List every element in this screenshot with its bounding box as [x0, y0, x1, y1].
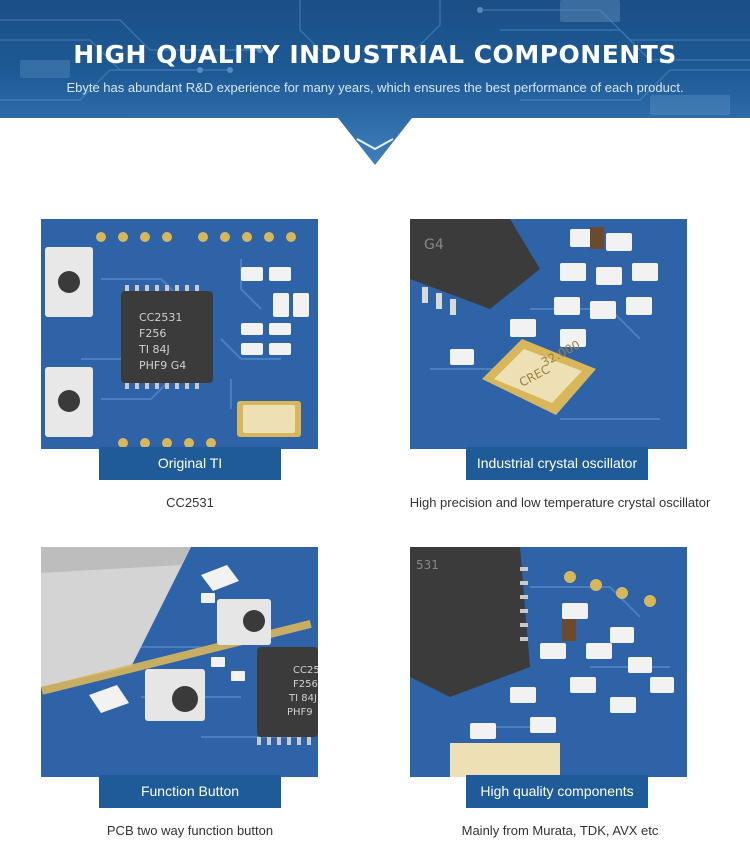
chip-marking-line: CC25	[293, 665, 318, 676]
card-label-original-ti: Original TI	[99, 447, 281, 480]
header-banner: HIGH QUALITY INDUSTRIAL COMPONENTS Ebyte…	[0, 0, 750, 165]
card-label-quality-components: High quality components	[466, 775, 648, 808]
card-caption-function-button: PCB two way function button	[106, 823, 274, 838]
chip-marking-line: TI 84J	[288, 693, 317, 704]
circuit-pattern-background	[0, 0, 750, 115]
chip-marking-line: PHF9	[287, 707, 313, 718]
card-image-function-button: CC25 F256 TI 84J PHF9	[41, 547, 318, 777]
card-label-function-button: Function Button	[99, 775, 281, 808]
card-image-original-ti: CC2531 F256 TI 84J PHF9 G4	[41, 219, 318, 449]
pcb-chip-illustration: CC2531 F256 TI 84J PHF9 G4	[41, 219, 318, 449]
chip-marking-line: CC2531	[139, 311, 182, 324]
chip-marking-line: F256	[139, 327, 166, 340]
chevron-down-icon	[356, 138, 394, 151]
banner-subtitle: Ebyte has abundant R&D experience for ma…	[66, 80, 684, 95]
card-image-crystal-oscillator: G4 CREC 32.000	[410, 219, 687, 449]
pcb-components-illustration: 531	[410, 547, 687, 777]
chip-marking-line: F256	[293, 679, 318, 690]
banner-title: HIGH QUALITY INDUSTRIAL COMPONENTS	[73, 40, 677, 69]
card-image-quality-components: 531	[410, 547, 687, 777]
chip-marking-line: TI 84J	[138, 343, 170, 356]
chip-marking-line: 531	[416, 558, 439, 572]
card-caption-crystal-oscillator: High precision and low temperature cryst…	[409, 495, 711, 510]
svg-text:G4: G4	[424, 237, 444, 253]
card-label-crystal-oscillator: Industrial crystal oscillator	[466, 447, 648, 480]
pcb-crystal-illustration: G4 CREC 32.000	[410, 219, 687, 449]
card-caption-original-ti: CC2531	[166, 495, 214, 510]
pcb-button-illustration: CC25 F256 TI 84J PHF9	[41, 547, 318, 777]
card-caption-quality-components: Mainly from Murata, TDK, AVX etc	[461, 823, 659, 838]
chip-marking-line: PHF9 G4	[139, 359, 186, 372]
